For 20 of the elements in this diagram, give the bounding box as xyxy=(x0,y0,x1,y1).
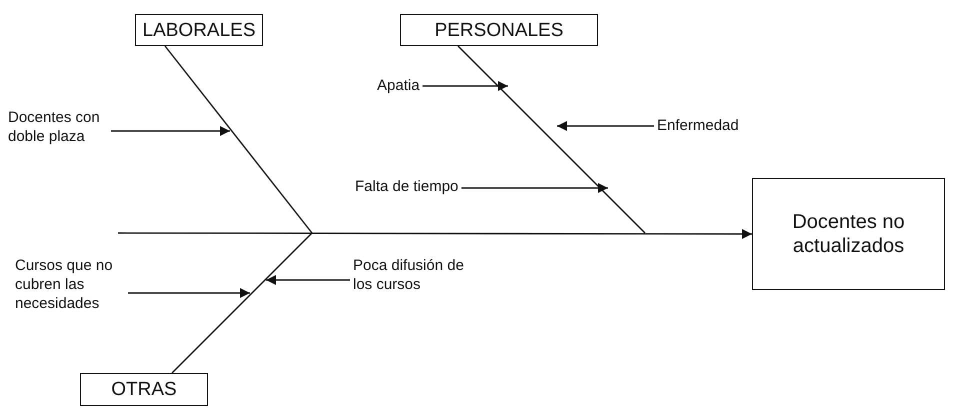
fishbone-line xyxy=(164,46,313,234)
cause-label: Cursos que no cubren las necesidades xyxy=(15,256,125,313)
category-box: OTRAS xyxy=(80,373,208,406)
arrow xyxy=(461,183,608,193)
category-box: PERSONALES xyxy=(400,14,598,46)
cause-label: Enfermedad xyxy=(657,116,739,135)
category-box: LABORALES xyxy=(135,14,263,46)
spine-arrow xyxy=(118,228,752,239)
cause-label: Docentes con doble plaza xyxy=(8,108,108,146)
arrow xyxy=(557,121,654,131)
arrow xyxy=(111,126,230,136)
cause-label: Falta de tiempo xyxy=(355,177,458,196)
fishbone-line xyxy=(458,46,646,234)
fishbone-line xyxy=(172,232,312,374)
effect-box: Docentes no actualizados xyxy=(752,178,945,290)
cause-label: Poca difusión de los cursos xyxy=(353,256,473,294)
arrow xyxy=(266,275,350,285)
cause-label: Apatia xyxy=(377,76,420,95)
arrow xyxy=(128,288,250,298)
arrow xyxy=(422,81,508,91)
